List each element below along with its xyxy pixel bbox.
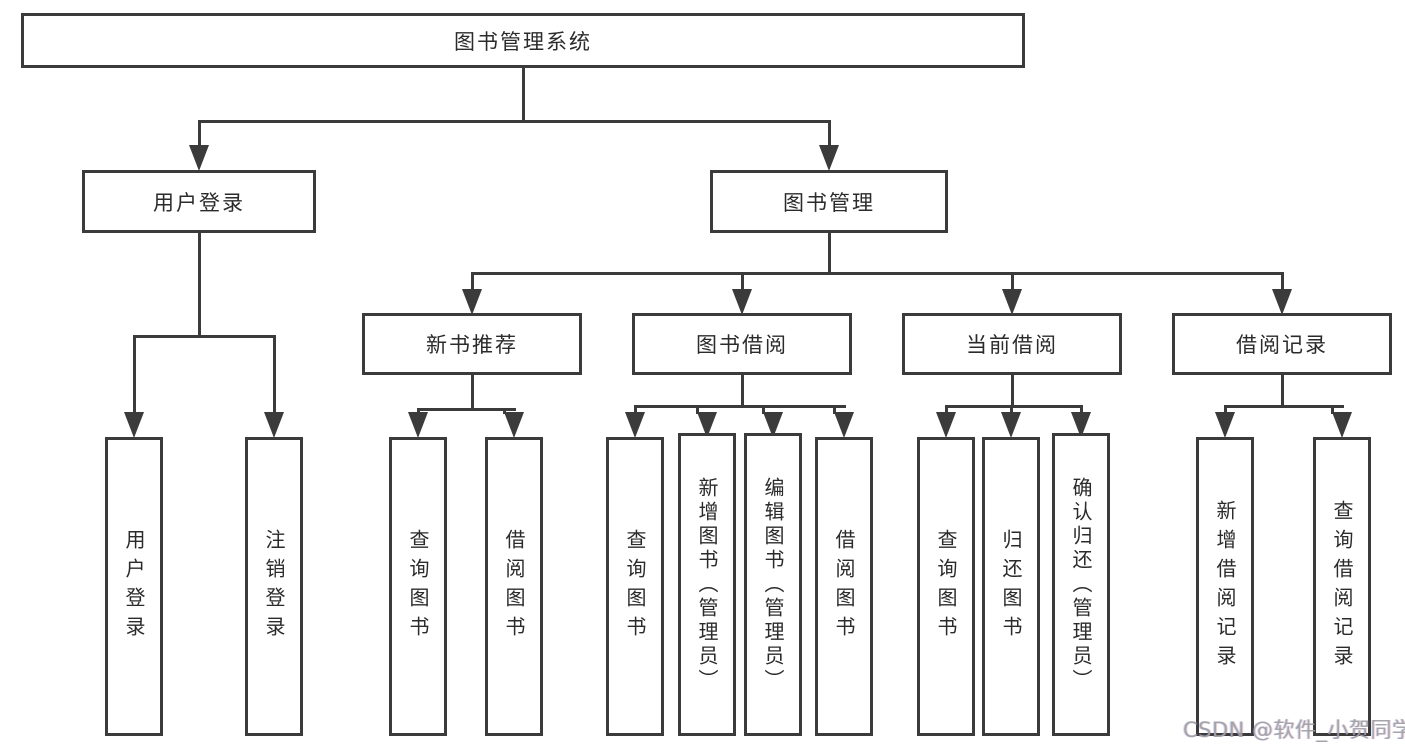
arrow-down-icon <box>936 412 956 438</box>
leaf-query-borrow-record: 查询借阅记录 <box>1313 437 1371 736</box>
connector-stem <box>416 408 420 414</box>
connector-stem <box>695 405 699 414</box>
node-new-book-recommend-label: 新书推荐 <box>426 333 518 357</box>
leaf-borrow-books-borrowing: 借阅图书 <box>815 437 873 736</box>
connector-stem <box>740 272 744 291</box>
node-book-management-system-label: 图书管理系统 <box>454 29 592 54</box>
connector-stem <box>761 405 765 414</box>
connector-stem <box>944 405 948 414</box>
connector-bookmgmt-hline <box>470 272 1284 275</box>
arrow-down-icon <box>1071 412 1091 438</box>
arrow-down-icon <box>1332 412 1352 438</box>
arrow-down-icon <box>1272 289 1292 315</box>
connector-current-vline <box>1010 375 1014 408</box>
node-book-borrowing-label: 图书借阅 <box>696 333 788 357</box>
csdn-watermark: CSDN @软件_小贺同学 <box>1183 718 1405 742</box>
node-book-management-system: 图书管理系统 <box>21 13 1025 68</box>
leaf-confirm-return-admin-label: 确认归还（管理员） <box>1069 476 1093 693</box>
connector-stem <box>633 405 637 414</box>
arrow-down-icon <box>819 145 839 171</box>
connector-records-vline <box>1280 375 1284 408</box>
connector-stem <box>502 408 506 414</box>
connector-stem <box>827 120 831 147</box>
arrow-down-icon <box>124 412 144 438</box>
connector-current-hline <box>944 405 1083 408</box>
leaf-user-login: 用户登录 <box>105 437 163 736</box>
leaf-borrow-books-borrowing-label: 借阅图书 <box>832 528 856 645</box>
arrow-down-icon <box>625 412 645 438</box>
arrow-down-icon <box>834 412 854 438</box>
connector-stem <box>1280 272 1284 291</box>
connector-userlogin-hline <box>132 335 276 338</box>
leaf-return-books-label: 归还图书 <box>999 528 1023 645</box>
node-new-book-recommend: 新书推荐 <box>362 313 582 375</box>
connector-stem <box>1009 405 1013 414</box>
connector-stem <box>197 120 201 147</box>
leaf-edit-books-admin: 编辑图书（管理员） <box>744 433 802 736</box>
leaf-return-books: 归还图书 <box>982 437 1040 736</box>
leaf-query-books-current: 查询图书 <box>917 437 975 736</box>
leaf-query-books-borrowing: 查询图书 <box>606 437 664 736</box>
leaf-add-borrow-record-label: 新增借阅记录 <box>1213 499 1237 674</box>
connector-userlogin-vline <box>197 233 201 338</box>
arrow-down-icon <box>697 412 717 438</box>
arrow-down-icon <box>462 289 482 315</box>
leaf-borrow-books-recommend-label: 借阅图书 <box>502 528 526 645</box>
leaf-query-borrow-record-label: 查询借阅记录 <box>1330 499 1354 674</box>
connector-borrowing-hline <box>633 405 846 408</box>
node-book-management: 图书管理 <box>710 170 948 233</box>
arrow-down-icon <box>189 145 209 171</box>
arrow-down-icon <box>763 412 783 438</box>
leaf-edit-books-admin-label: 编辑图书（管理员） <box>761 476 785 693</box>
leaf-logout-label: 注销登录 <box>262 528 286 645</box>
connector-stem <box>132 335 136 414</box>
node-user-login: 用户登录 <box>82 170 316 233</box>
connector-records-hline <box>1223 405 1344 408</box>
connector-newbook-hline <box>416 408 516 411</box>
arrow-down-icon <box>408 412 428 438</box>
connector-stem <box>272 335 276 414</box>
connector-borrowing-vline <box>740 375 744 408</box>
node-borrowing-records-label: 借阅记录 <box>1236 333 1328 357</box>
connector-stem <box>470 272 474 291</box>
connector-stem <box>1079 405 1083 414</box>
node-book-borrowing: 图书借阅 <box>632 313 852 375</box>
node-book-management-label: 图书管理 <box>783 190 875 215</box>
node-current-borrowing-label: 当前借阅 <box>966 333 1058 357</box>
leaf-user-login-label: 用户登录 <box>122 528 146 645</box>
leaf-borrow-books-recommend: 借阅图书 <box>485 437 543 736</box>
connector-stem <box>832 405 836 414</box>
leaf-query-books-recommend-label: 查询图书 <box>406 528 430 645</box>
connector-stem <box>1330 405 1334 414</box>
arrow-down-icon <box>504 412 524 438</box>
node-borrowing-records: 借阅记录 <box>1172 313 1392 375</box>
connector-stem <box>1223 405 1227 414</box>
leaf-logout: 注销登录 <box>245 437 303 736</box>
leaf-query-books-recommend: 查询图书 <box>389 437 447 736</box>
arrow-down-icon <box>264 412 284 438</box>
leaf-query-books-borrowing-label: 查询图书 <box>623 528 647 645</box>
leaf-query-books-current-label: 查询图书 <box>934 528 958 645</box>
arrow-down-icon <box>1215 412 1235 438</box>
connector-newbook-vline <box>470 375 474 411</box>
node-current-borrowing: 当前借阅 <box>902 313 1122 375</box>
leaf-confirm-return-admin: 确认归还（管理员） <box>1052 433 1110 736</box>
arrow-down-icon <box>732 289 752 315</box>
arrow-down-icon <box>1001 412 1021 438</box>
arrow-down-icon <box>1002 289 1022 315</box>
leaf-add-borrow-record: 新增借阅记录 <box>1196 437 1254 736</box>
connector-bookmgmt-vline <box>827 233 831 275</box>
leaf-add-books-admin-label: 新增图书（管理员） <box>695 476 719 693</box>
connector-stem <box>1010 272 1014 291</box>
connector-root-hline <box>197 120 831 123</box>
leaf-add-books-admin: 新增图书（管理员） <box>678 433 736 736</box>
connector-root-vline <box>521 68 525 123</box>
node-user-login-label: 用户登录 <box>153 190 245 215</box>
